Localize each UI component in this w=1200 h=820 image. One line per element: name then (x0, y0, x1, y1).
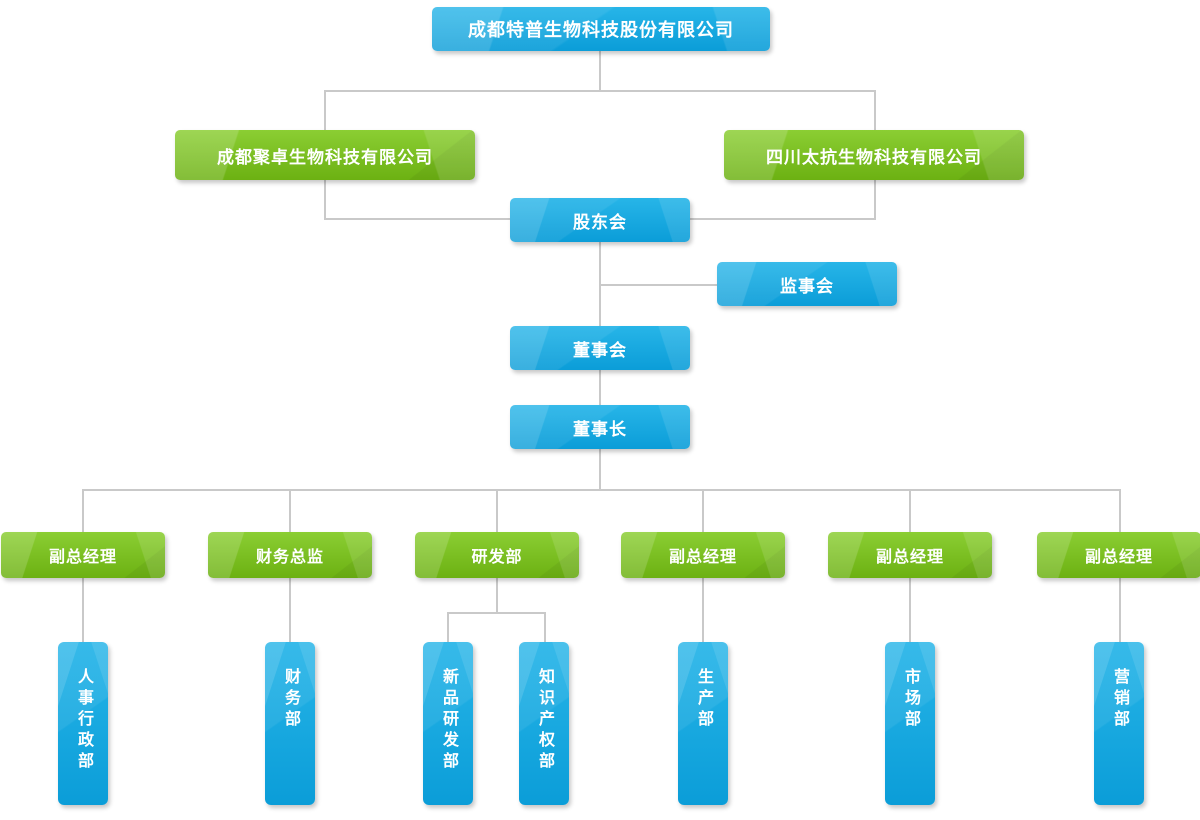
node-production-department: 生产部 (678, 642, 728, 805)
connector-line (909, 578, 911, 642)
node-label: 市场部 (902, 668, 919, 731)
connector-line (702, 489, 704, 533)
node-deputy-general-manager-2: 副总经理 (621, 532, 785, 578)
node-deputy-general-manager-1: 副总经理 (1, 532, 165, 578)
node-label: 财务部 (282, 668, 299, 731)
connector-line (447, 612, 449, 642)
node-board-of-directors: 董事会 (510, 326, 690, 370)
node-subsidiary-sichuan-taikang: 四川太抗生物科技有限公司 (724, 130, 1024, 180)
node-finance-director: 财务总监 (208, 532, 372, 578)
connector-line (1119, 578, 1121, 642)
node-rd-department: 研发部 (415, 532, 579, 578)
connector-line (82, 489, 84, 533)
node-ip-department: 知识产权部 (519, 642, 569, 805)
node-market-department: 市场部 (885, 642, 935, 805)
connector-line (447, 612, 546, 614)
connector-line (1119, 489, 1121, 533)
connector-line (544, 612, 546, 642)
node-deputy-general-manager-4: 副总经理 (1037, 532, 1200, 578)
connector-line (909, 489, 911, 533)
node-deputy-general-manager-3: 副总经理 (828, 532, 992, 578)
node-sales-department: 营销部 (1094, 642, 1144, 805)
node-subsidiary-chengdu-juzhuo: 成都聚卓生物科技有限公司 (175, 130, 475, 180)
node-shareholders-meeting: 股东会 (510, 198, 690, 242)
node-hr-admin-department: 人事行政部 (58, 642, 108, 805)
node-label: 新品研发部 (440, 668, 457, 773)
connector-line (289, 489, 291, 533)
connector-line (702, 578, 704, 642)
node-new-product-rd-department: 新品研发部 (423, 642, 473, 805)
connector-line (496, 578, 498, 614)
connector-line (599, 51, 601, 91)
node-label: 知识产权部 (536, 668, 553, 773)
connector-line (289, 578, 291, 642)
node-label: 营销部 (1111, 668, 1128, 731)
connector-line (82, 489, 1121, 491)
node-finance-department: 财务部 (265, 642, 315, 805)
node-label: 生产部 (695, 668, 712, 731)
connector-line (599, 449, 601, 490)
connector-line (82, 578, 84, 642)
connector-line (599, 370, 601, 406)
node-chairman: 董事长 (510, 405, 690, 449)
connector-line (324, 90, 876, 92)
node-label: 人事行政部 (75, 668, 92, 773)
node-parent-company: 成都特普生物科技股份有限公司 (432, 7, 770, 51)
connector-line (496, 489, 498, 533)
connector-line (599, 284, 718, 286)
node-supervisory-board: 监事会 (717, 262, 897, 306)
